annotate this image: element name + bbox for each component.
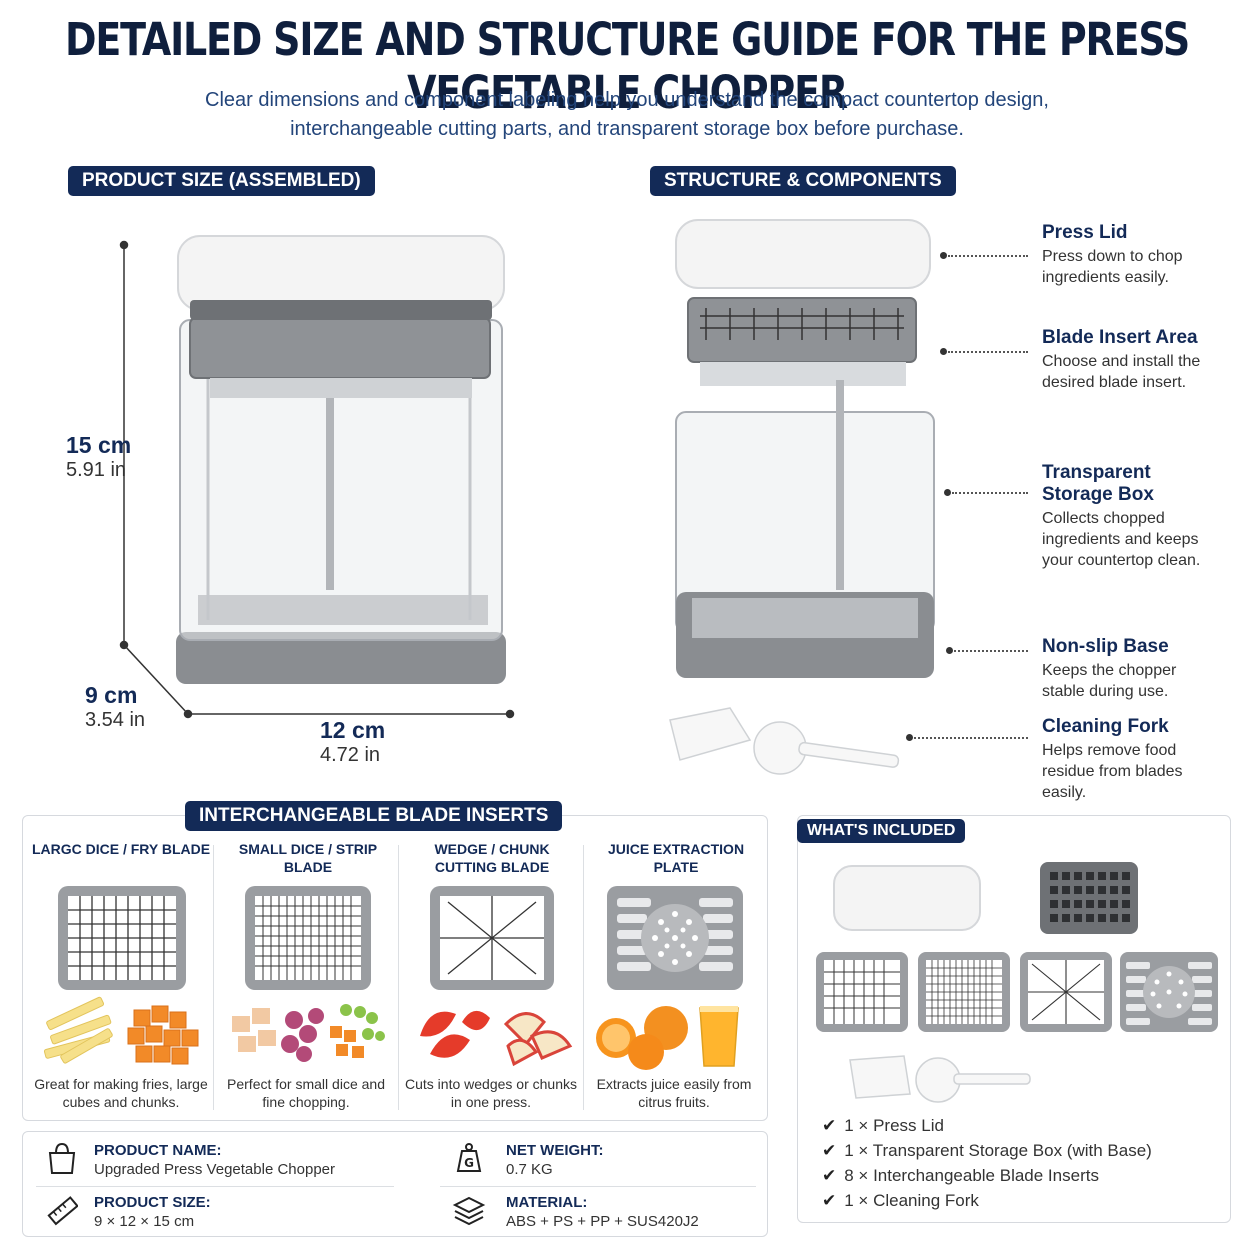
leader-line-cleaning-fork [914, 737, 1028, 739]
diced-vegetables-image [232, 1004, 385, 1062]
component-storage-box: Transparent Storage Box Collects chopped… [1042, 462, 1201, 569]
included-lid [833, 865, 981, 931]
oranges-and-juice-image [596, 1006, 739, 1070]
dimension-lines [119, 240, 515, 719]
leader-line-press-lid [948, 255, 1028, 257]
blade-wedge-desc: Cuts into wedges or chunks in one press. [405, 1076, 577, 1110]
exploded-lid-shape [675, 219, 931, 289]
blade-large-dice-desc: Great for making fries, large cubes and … [34, 1076, 208, 1110]
check-icon: ✔ [822, 1191, 837, 1210]
component-press-lid: Press Lid Press down to chop ingredients… [1042, 222, 1183, 286]
height-in: 5.91 in [66, 459, 127, 481]
tomato-and-apple-wedges-image [420, 1010, 573, 1067]
blade-large-dice: LARGC DICE / FRY BLADE [31, 841, 211, 857]
svg-text:G: G [464, 1156, 474, 1170]
blade-small-dice-desc: Perfect for small dice and fine chopping… [227, 1076, 385, 1110]
wedge-blade-icon [430, 886, 554, 990]
width-cm: 12 cm [320, 717, 386, 743]
ruler-icon [47, 1196, 78, 1226]
depth-in: 3.54 in [85, 709, 146, 731]
product-size-heading: PRODUCT SIZE (ASSEMBLED) [68, 166, 375, 196]
product-size-info: PRODUCT SIZE: 9 × 12 × 15 cm [94, 1194, 211, 1230]
subtitle-line-2: interchangeable cutting parts, and trans… [290, 118, 964, 140]
product-info-panel [22, 1131, 768, 1237]
small-dice-grid-icon [245, 886, 371, 990]
depth-cm: 9 cm [85, 682, 138, 708]
large-dice-grid-icon [58, 886, 186, 990]
blade-small-dice: SMALL DICE / STRIP BLADE [238, 841, 378, 875]
leader-dot-storage-box [944, 489, 951, 496]
included-list: ✔1 × Press Lid ✔1 × Transparent Storage … [822, 1116, 1152, 1216]
included-item: ✔1 × Cleaning Fork [822, 1191, 979, 1210]
leader-dot-press-lid [940, 252, 947, 259]
structure-heading: STRUCTURE & COMPONENTS [650, 166, 956, 196]
cleaning-fork-shape [669, 707, 900, 775]
leader-line-storage-box [952, 492, 1028, 494]
blade-tray-shape [189, 317, 491, 379]
juice-plate-icon [607, 886, 743, 990]
leader-line-non-slip-base [954, 650, 1028, 652]
exploded-view-illustration [669, 219, 935, 775]
width-in: 4.72 in [320, 744, 381, 766]
blade-wedge: WEDGE / CHUNK CUTTING BLADE [434, 841, 550, 875]
check-icon: ✔ [822, 1166, 837, 1185]
included-blades [816, 952, 1218, 1032]
shopping-bag-icon [48, 1142, 76, 1174]
base-shape [176, 632, 506, 684]
blade-inserts-heading: INTERCHANGEABLE BLADE INSERTS [185, 801, 563, 831]
layers-icon [452, 1196, 486, 1226]
fries-and-carrot-cubes-image [43, 996, 199, 1065]
leader-dot-non-slip-base [946, 647, 953, 654]
press-lid-shape [177, 235, 505, 311]
height-cm: 15 cm [66, 432, 132, 458]
width-dimension: 12 cm 4.72 in [320, 717, 385, 767]
weight-icon: G [456, 1143, 482, 1172]
included-parts-illustration [816, 862, 1218, 1103]
check-icon: ✔ [822, 1116, 837, 1135]
component-cleaning-fork: Cleaning Fork Helps remove food residue … [1042, 716, 1183, 801]
included-item: ✔8 × Interchangeable Blade Inserts [822, 1166, 1099, 1185]
product-name-info: PRODUCT NAME: Upgraded Press Vegetable C… [94, 1142, 335, 1178]
included-item: ✔1 × Press Lid [822, 1116, 944, 1135]
leader-dot-cleaning-fork [906, 734, 913, 741]
subtitle-line-1: Clear dimensions and component labeling … [205, 89, 1049, 111]
included-fork [849, 1055, 1031, 1103]
blade-juice-plate-desc: Extracts juice easily from citrus fruits… [596, 1076, 752, 1110]
check-icon: ✔ [822, 1141, 837, 1160]
leader-dot-blade-insert [940, 348, 947, 355]
included-item: ✔1 × Transparent Storage Box (with Base) [822, 1141, 1152, 1160]
page-subtitle: Clear dimensions and component labeling … [0, 86, 1254, 144]
assembled-chopper-illustration [119, 235, 515, 719]
component-blade-insert-area: Blade Insert Area Choose and install the… [1042, 327, 1201, 391]
whats-included-heading: WHAT'S INCLUDED [797, 819, 966, 843]
net-weight-info: NET WEIGHT: 0.7 KG [506, 1142, 604, 1178]
material-info: MATERIAL: ABS + PS + PP + SUS420J2 [506, 1194, 699, 1230]
leader-line-blade-insert [948, 351, 1028, 353]
height-dimension: 15 cm 5.91 in [66, 432, 131, 482]
depth-dimension: 9 cm 3.54 in [85, 682, 145, 732]
component-non-slip-base: Non-slip Base Keeps the chopper stable d… [1042, 636, 1177, 700]
page-title: DETAILED SIZE AND STRUCTURE GUIDE FOR TH… [65, 13, 1190, 119]
blade-juice-plate: JUICE EXTRACTION PLATE [607, 841, 745, 875]
